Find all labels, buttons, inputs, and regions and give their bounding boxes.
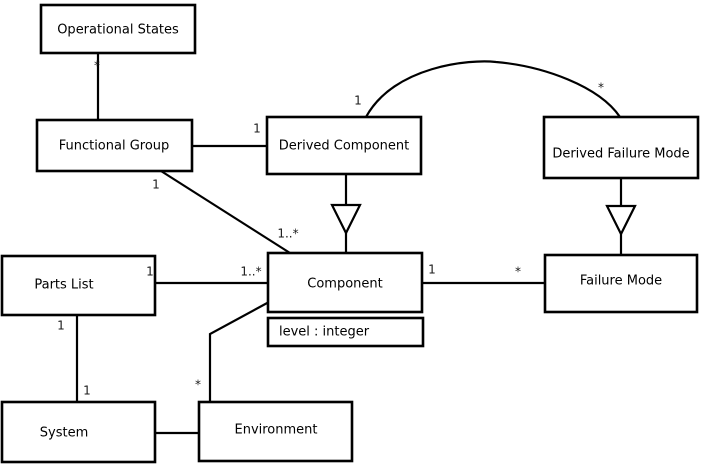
class-rect	[0, 400, 157, 464]
class-name-label: Component	[307, 277, 382, 292]
classes-layer: Operational States Functional Group Deri…	[0, 3, 700, 464]
multiplicity-parts-list-component: 1	[146, 265, 154, 279]
associations-layer	[75, 53, 621, 435]
class-rect	[265, 115, 423, 176]
association-derived-component-derived-failure-mode[interactable]	[365, 60, 621, 118]
multiplicity-component-parts-list: 1..*	[240, 265, 261, 279]
generalization-derived-failure-mode-failure-mode[interactable]	[605, 178, 637, 256]
class-attribute-rect	[266, 316, 425, 348]
multiplicity-component-failure-mode: 1	[428, 263, 436, 277]
multiplicity-failure-mode-component: *	[515, 265, 521, 279]
class-box-operational-states[interactable]: Operational States	[39, 3, 197, 55]
class-name-label: Derived Failure Mode	[552, 147, 689, 162]
multiplicity-functional-group-component: 1	[152, 178, 160, 192]
association-environment-component[interactable]	[208, 301, 270, 402]
class-rect	[35, 118, 194, 173]
class-name-label: Failure Mode	[580, 274, 662, 289]
class-rect	[39, 3, 197, 55]
class-rect	[542, 115, 700, 180]
generalization-derived-component-component[interactable]	[330, 174, 362, 254]
class-rect	[266, 251, 424, 314]
multiplicity-derived-component-curve: 1	[354, 94, 362, 108]
class-box-functional-group[interactable]: Functional Group	[35, 118, 194, 173]
multiplicity-component-functional-group: 1..*	[277, 227, 298, 241]
class-rect	[0, 254, 157, 317]
multiplicity-labels-layer: * 1 1 * 1 1..* 1 1..* 1 * 1 1 *	[57, 59, 604, 398]
class-name-label: Environment	[234, 423, 317, 438]
multiplicity-functional-group-derived-component: 1	[253, 122, 261, 136]
class-name-label: Derived Component	[279, 139, 410, 154]
class-box-system[interactable]: System	[0, 400, 157, 464]
multiplicity-parts-list-system: 1	[57, 319, 65, 333]
class-box-derived-component[interactable]: Derived Component	[265, 115, 423, 176]
class-name-label: Operational States	[57, 23, 179, 38]
class-box-parts-list[interactable]: Parts List	[0, 254, 157, 317]
class-box-component[interactable]: level : integer Component	[266, 251, 425, 348]
multiplicity-system-parts-list: 1	[83, 384, 91, 398]
class-rect	[543, 253, 699, 314]
generalization-triangle-icon	[605, 204, 637, 237]
class-box-environment[interactable]: Environment	[197, 400, 354, 463]
generalization-triangle-icon	[330, 203, 362, 236]
class-box-failure-mode[interactable]: Failure Mode	[543, 253, 699, 314]
association-functional-group-component[interactable]	[160, 170, 291, 254]
multiplicity-environment-component: *	[195, 378, 201, 392]
class-name-label: Parts List	[34, 278, 93, 293]
multiplicity-derived-failure-mode-curve: *	[598, 81, 604, 95]
multiplicity-operational-states-functional-group: *	[94, 59, 100, 73]
class-name-label: System	[40, 426, 88, 441]
class-box-derived-failure-mode[interactable]: Derived Failure Mode	[542, 115, 700, 180]
class-rect	[197, 400, 354, 463]
class-attribute-label: level : integer	[279, 325, 370, 340]
class-name-label: Functional Group	[59, 139, 170, 154]
generalizations-layer	[330, 174, 637, 256]
